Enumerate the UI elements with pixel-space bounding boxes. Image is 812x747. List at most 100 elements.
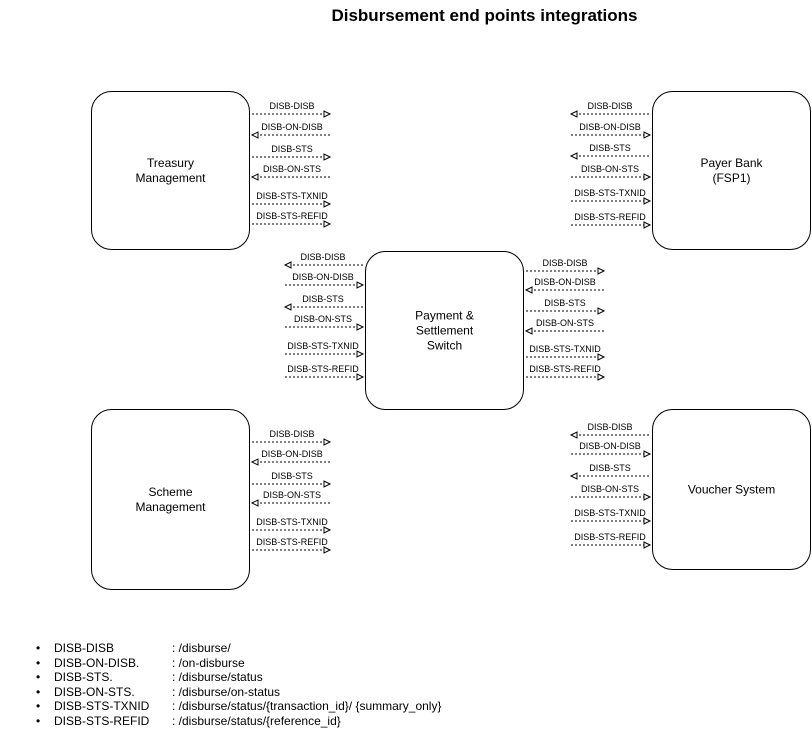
endpoint-arrow: DISB-ON-DISB [250, 449, 330, 466]
arrow-head [323, 110, 332, 118]
arrow-label: DISB-ON-STS [294, 314, 352, 324]
endpoint-arrow: DISB-STS-TXNID [571, 188, 652, 205]
endpoint-arrow: DISB-ON-STS [250, 490, 330, 507]
arrow-label: DISB-ON-DISB [579, 441, 641, 451]
endpoint-arrow: DISB-STS-TXNID [285, 341, 365, 358]
node-label: Management [135, 500, 206, 514]
endpoint-arrow: DISB-STS-TXNID [252, 517, 332, 534]
arrow-label: DISB-DISB [542, 258, 587, 268]
node-label: Switch [427, 339, 462, 353]
endpoint-arrow: DISB-STS [526, 298, 606, 315]
arrow-label: DISB-ON-STS [581, 164, 639, 174]
arrow-label: DISB-ON-DISB [534, 277, 596, 287]
arrow-label: DISB-STS-REFID [256, 537, 328, 547]
legend-code: DISB-DISB [54, 641, 115, 655]
legend-code: DISB-STS-REFID [54, 713, 150, 728]
legend-code: DISB-ON-DISB. [54, 655, 140, 670]
arrow-label: DISB-STS-REFID [529, 364, 601, 374]
arrow-head [643, 493, 652, 501]
arrow-head [323, 153, 332, 161]
endpoint-arrow: DISB-DISB [283, 252, 363, 269]
arrow-label: DISB-STS [544, 298, 586, 308]
arrow-head [597, 267, 606, 275]
arrow-head [643, 131, 652, 139]
arrow-label: DISB-STS [271, 144, 313, 154]
node-label: Payment & [415, 309, 474, 323]
arrow-head [323, 480, 332, 488]
legend-path: : /disburse/on-status [172, 684, 281, 699]
endpoint-arrow: DISB-ON-DISB [524, 277, 604, 294]
node-voucher: Voucher System [652, 409, 811, 570]
arrow-head [356, 323, 365, 331]
arrow-label: DISB-STS-TXNID [529, 344, 601, 354]
endpoint-arrow: DISB-DISB [252, 429, 332, 446]
endpoint-arrow: DISB-ON-STS [285, 314, 365, 331]
arrow-head [643, 173, 652, 181]
endpoint-arrow: DISB-STS [569, 463, 650, 480]
endpoint-arrow: DISB-ON-STS [571, 164, 652, 181]
legend-code: DISB-STS-TXNID [54, 699, 150, 713]
arrow-label: DISB-STS-TXNID [574, 508, 646, 518]
arrow-head [356, 373, 365, 381]
arrow-head [323, 220, 332, 228]
arrow-label: DISB-STS-REFID [574, 532, 646, 542]
arrow-label: DISB-STS-TXNID [256, 191, 328, 201]
endpoint-arrow: DISB-STS-TXNID [571, 508, 652, 525]
arrow-label: DISB-STS-REFID [574, 212, 646, 222]
arrow-head [643, 221, 652, 229]
arrow-label: DISB-ON-DISB [292, 272, 354, 282]
arrow-head [643, 197, 652, 205]
arrow-head [323, 526, 332, 534]
node-box [652, 91, 811, 250]
arrow-label: DISB-ON-DISB [579, 122, 641, 132]
arrow-head [323, 200, 332, 208]
arrow-label: DISB-DISB [269, 429, 314, 439]
arrow-label: DISB-STS-TXNID [287, 341, 359, 351]
endpoint-arrow: DISB-ON-STS [250, 164, 330, 181]
node-label: Settlement [416, 324, 474, 338]
arrow-head [643, 541, 652, 549]
arrow-label: DISB-STS-REFID [256, 211, 328, 221]
endpoint-arrow: DISB-DISB [569, 422, 650, 439]
node-payer-bank: Payer Bank(FSP1) [652, 91, 811, 250]
node-box [652, 409, 811, 570]
legend-item: DISB-DISB: /disburse/ [36, 641, 441, 656]
arrow-label: DISB-STS-TXNID [256, 517, 328, 527]
legend-path: : /disburse/status [172, 670, 263, 684]
arrow-head [643, 517, 652, 525]
arrow-head [524, 286, 533, 294]
arrow-head [597, 373, 606, 381]
endpoint-arrow: DISB-ON-DISB [571, 441, 652, 458]
arrow-head [250, 499, 259, 507]
endpoint-legend: DISB-DISB: /disburse/ DISB-ON-DISB.: /on… [36, 641, 441, 728]
arrow-label: DISB-STS [271, 471, 313, 481]
arrow-head [569, 152, 578, 160]
legend-item: DISB-STS-TXNID : /disburse/status/{transa… [36, 699, 441, 714]
legend-item: DISB-STS-REFID: /disburse/status/{refere… [36, 714, 441, 729]
node-box [91, 91, 250, 250]
arrow-label: DISB-STS-REFID [287, 364, 359, 374]
arrow-head [597, 307, 606, 315]
legend-code: DISB-ON-STS. [54, 684, 135, 699]
endpoint-arrow: DISB-STS-TXNID [526, 344, 606, 361]
legend-item: DISB-ON-DISB.: /on-disburse [36, 656, 441, 671]
arrow-label: DISB-ON-STS [263, 490, 321, 500]
arrow-head [283, 261, 292, 269]
arrow-label: DISB-ON-STS [263, 164, 321, 174]
arrow-head [524, 327, 533, 335]
legend-code: DISB-STS. [54, 670, 113, 684]
arrow-head [643, 450, 652, 458]
endpoint-arrow: DISB-STS [252, 471, 332, 488]
endpoint-arrow: DISB-STS-REFID [526, 364, 606, 381]
endpoint-arrow: DISB-ON-STS [524, 318, 604, 335]
arrow-head [597, 353, 606, 361]
arrow-label: DISB-STS [302, 294, 344, 304]
arrow-label: DISB-STS [589, 143, 631, 153]
legend-path: : /disburse/status/{transaction_id}/ {su… [172, 699, 442, 713]
node-label: Payer Bank [700, 156, 763, 170]
endpoint-arrow: DISB-STS-REFID [252, 537, 332, 554]
